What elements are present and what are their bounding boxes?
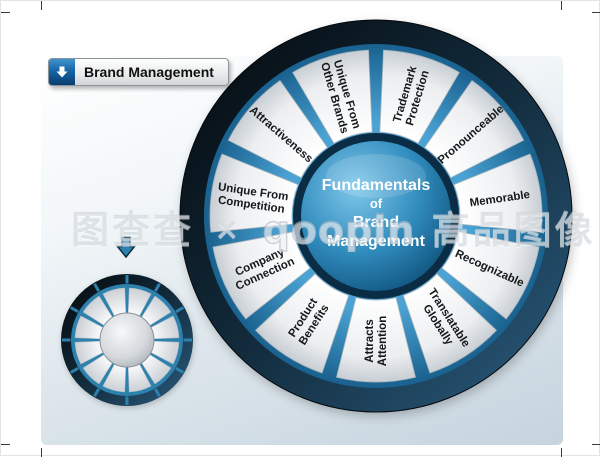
crop-mark: [592, 444, 600, 445]
wheel-segment: [453, 153, 543, 233]
crop-mark: [561, 1, 562, 10]
wheel-segment: [441, 231, 540, 320]
crop-mark: [592, 12, 600, 13]
download-arrow-icon: [49, 59, 75, 85]
wheel-segment-label: AttractsAttention: [364, 316, 389, 366]
wheel-segment: [292, 49, 373, 144]
banner-title: Brand Management: [84, 64, 214, 80]
wheel-segment: [212, 231, 311, 320]
thumbnail-wheel-diagram: [58, 271, 196, 414]
wheel-segment: [402, 273, 497, 374]
crop-mark: [561, 448, 562, 457]
crop-mark: [41, 448, 42, 457]
crop-mark: [1, 444, 10, 445]
wheel-segment: [379, 49, 460, 144]
wheel-center-label-line: Brand: [353, 214, 399, 231]
crop-mark: [1, 12, 10, 13]
wheel-segment: [336, 297, 416, 383]
wheel-segment: [255, 273, 350, 374]
wheel-center-label-line: Fundamentals: [322, 177, 431, 194]
wheel-center-label-line: of: [370, 196, 383, 211]
wheel-segment: [227, 80, 328, 179]
wheel-segment: [424, 80, 525, 179]
wheel-center-label-line: Management: [327, 233, 425, 250]
wheel-segment: [209, 153, 299, 233]
down-arrow-icon: [115, 235, 137, 264]
title-banner: Brand Management: [48, 58, 229, 86]
crop-mark: [41, 1, 42, 10]
